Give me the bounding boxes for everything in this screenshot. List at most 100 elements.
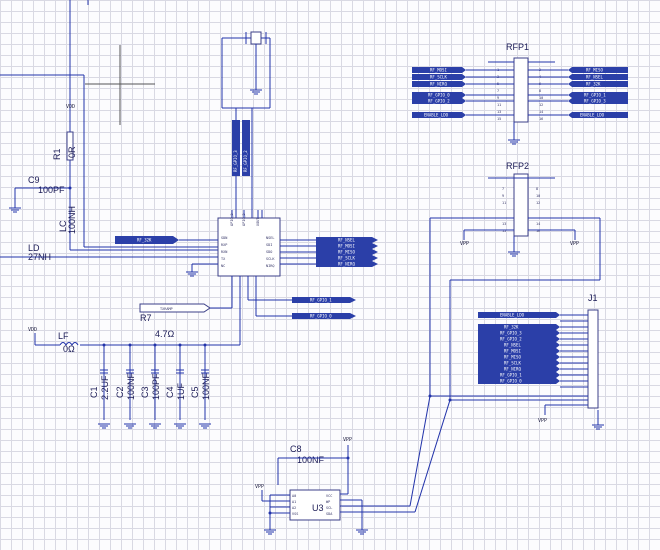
j1-net-labels: ENABLE_LDO RF_32K RF_GPIO_3 RF_GPIO_2 RF… <box>478 312 560 384</box>
capacitor-c8[interactable]: C8 100NF VPP <box>277 437 352 494</box>
svg-text:RF_32K: RF_32K <box>504 325 519 330</box>
net-rf-gpio2-top: RF_GPIO_2 <box>243 150 248 172</box>
svg-text:WP: WP <box>326 500 330 504</box>
svg-text:RF_GPIO_3: RF_GPIO_3 <box>500 331 522 336</box>
svg-text:A2: A2 <box>292 506 296 510</box>
ld-ref: LD <box>28 243 40 253</box>
svg-text:RF_MOSI: RF_MOSI <box>338 244 355 249</box>
svg-text:11: 11 <box>502 201 506 205</box>
svg-text:RF_NIRQ: RF_NIRQ <box>338 262 355 267</box>
svg-text:VCC: VCC <box>326 494 332 498</box>
svg-text:U3: U3 <box>312 503 324 513</box>
svg-text:RF_GPIO_3: RF_GPIO_3 <box>584 99 606 104</box>
svg-text:RF_NSEL: RF_NSEL <box>504 343 521 348</box>
svg-text:14: 14 <box>539 110 543 114</box>
rf-transceiver-ic[interactable]: SDN RXP RXN TX NC NSEL SDI SDO SCLK NIRQ… <box>186 210 316 317</box>
svg-text:C4: C4 <box>165 386 175 398</box>
svg-text:RF_GPIO_0: RF_GPIO_0 <box>428 93 450 98</box>
svg-text:NIRQ: NIRQ <box>266 264 274 268</box>
svg-text:A0: A0 <box>292 494 296 498</box>
svg-text:C1: C1 <box>89 386 99 398</box>
capacitor-c3[interactable]: C3 100PF <box>140 343 161 429</box>
rfp1-right-labels: RF_MISO RF_NSEL RF_32K RF_GPIO_1 RF_GPIO… <box>568 67 628 118</box>
capacitor-c2[interactable]: C2 100NF <box>115 343 136 429</box>
svg-text:GPIO_2: GPIO_2 <box>242 213 246 226</box>
svg-text:RF_MISO: RF_MISO <box>504 355 521 360</box>
inductor-ld[interactable]: LD 27NH <box>28 243 51 262</box>
svg-text:SDI: SDI <box>266 243 272 247</box>
svg-text:VSS: VSS <box>292 512 298 516</box>
lf-value: 0Ω <box>63 344 75 354</box>
svg-text:ENABLE_LDO: ENABLE_LDO <box>424 113 449 118</box>
capacitor-c1[interactable]: C1 2.2UF <box>89 343 110 429</box>
svg-text:ENABLE_LDO: ENABLE_LDO <box>500 313 525 318</box>
inductor-lf[interactable]: VDD LF 0Ω <box>28 327 79 354</box>
ld-value: 27NH <box>28 252 51 262</box>
connector-j1[interactable]: J1 VPP <box>430 293 604 430</box>
decoupling-caps[interactable]: C1 2.2UF C2 100NF C3 100PF <box>89 343 211 429</box>
inductor-lc[interactable]: LC 100NH <box>58 206 77 234</box>
svg-text:11: 11 <box>497 103 501 107</box>
svg-text:SDA: SDA <box>326 512 333 516</box>
ic-right-net-labels: RF_NSEL RF_MOSI RF_MISO RF_SCLK RF_NIRQ <box>316 237 378 267</box>
junction-dots <box>268 394 452 515</box>
svg-text:SCLK: SCLK <box>266 257 275 261</box>
svg-text:100NF: 100NF <box>201 372 211 400</box>
resistor-r1[interactable]: VDD R1 0R <box>52 104 77 161</box>
txramp-r7[interactable]: TXRAMP R7 4.7Ω <box>80 296 241 346</box>
svg-text:ENABLE_LDO: ENABLE_LDO <box>580 113 605 118</box>
svg-text:RF_SCLK: RF_SCLK <box>338 256 355 261</box>
wires-top-left <box>0 0 218 258</box>
svg-text:RF_GPIO_1: RF_GPIO_1 <box>584 93 606 98</box>
svg-text:XOUT: XOUT <box>256 217 260 226</box>
svg-text:RF_MISO: RF_MISO <box>586 68 603 73</box>
svg-text:7: 7 <box>497 89 499 93</box>
svg-text:RF_MOSI: RF_MOSI <box>430 68 447 73</box>
svg-text:RF_GPIO_0: RF_GPIO_0 <box>310 314 332 319</box>
svg-text:RF_GPIO_2: RF_GPIO_2 <box>428 99 450 104</box>
vpp-rfp2-right: VPP <box>570 241 579 247</box>
svg-text:2.2UF: 2.2UF <box>100 375 110 400</box>
svg-text:TXRAMP: TXRAMP <box>160 307 173 311</box>
svg-text:RF_GPIO_0: RF_GPIO_0 <box>500 379 522 384</box>
svg-text:14: 14 <box>536 222 540 226</box>
r7-ref: R7 <box>140 313 152 323</box>
vdd-label-r1: VDD <box>66 104 75 110</box>
eeprom-u3[interactable]: A0 A1 A2 VSS VCC WP SCL SDA U3 VPP <box>255 395 451 535</box>
capacitor-c4[interactable]: C4 1UF <box>165 343 186 429</box>
svg-text:9: 9 <box>497 96 499 100</box>
svg-text:RF_MISO: RF_MISO <box>338 250 355 255</box>
gpio-vertical-labels: RF_GPIO_3 RF_GPIO_2 <box>232 120 250 176</box>
svg-text:RFP2: RFP2 <box>506 161 529 171</box>
svg-text:C8: C8 <box>290 444 302 454</box>
svg-text:SDO: SDO <box>266 250 272 254</box>
svg-text:RF_GPIO_1: RF_GPIO_1 <box>310 298 332 303</box>
svg-text:15: 15 <box>497 117 501 121</box>
vpp-c8: VPP <box>343 437 352 443</box>
svg-text:RF_SCLK: RF_SCLK <box>504 361 521 366</box>
svg-text:13: 13 <box>497 110 501 114</box>
rfp1-left-labels: RF_MOSI RF_SCLK RF_NIRQ RF_GPIO_0 RF_GPI… <box>412 67 466 118</box>
gpio-bottom-labels: RF_GPIO_1 RF_GPIO_0 <box>292 297 356 319</box>
capacitor-c5[interactable]: C5 100NF <box>190 343 211 429</box>
svg-text:A1: A1 <box>292 500 296 504</box>
svg-text:SCL: SCL <box>326 506 332 510</box>
svg-text:1UF: 1UF <box>176 382 186 400</box>
capacitor-c9[interactable]: C9 100PF <box>9 175 72 213</box>
net-label-rf-32k: RF_32K <box>115 236 208 244</box>
svg-text:SDN: SDN <box>221 236 227 240</box>
lf-ref: LF <box>58 331 69 341</box>
svg-text:100PF: 100PF <box>151 373 161 400</box>
svg-text:C2: C2 <box>115 386 125 398</box>
svg-text:J1: J1 <box>588 293 598 303</box>
net-rf-gpio3-top: RF_GPIO_3 <box>233 150 238 172</box>
r1-ref: R1 <box>52 148 62 160</box>
svg-text:16: 16 <box>539 117 543 121</box>
svg-text:C5: C5 <box>190 386 200 398</box>
svg-text:GPIO_3: GPIO_3 <box>230 213 234 226</box>
lc-ref: LC <box>58 220 68 232</box>
svg-text:RXP: RXP <box>221 243 227 247</box>
